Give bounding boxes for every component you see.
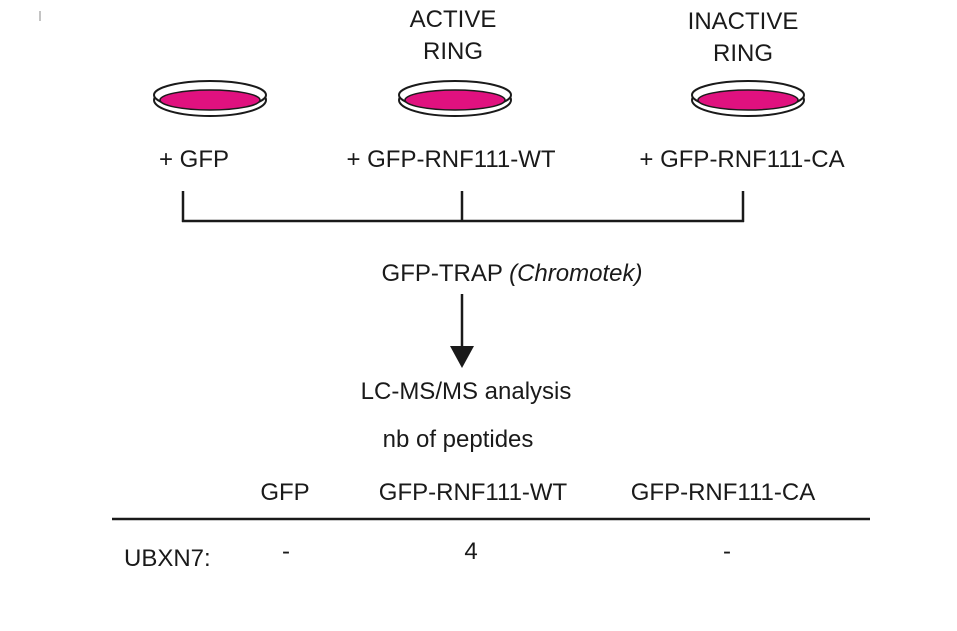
petri-dish-gfp: [153, 80, 267, 117]
pulldown-vendor: (Chromotek): [509, 260, 643, 287]
analysis-metric: nb of peptides: [382, 426, 534, 453]
table-row-label: UBXN7:: [124, 545, 211, 572]
condition-label-rnf111-ca: + GFP-RNF111-CA: [639, 146, 845, 173]
table-cell-rnf111-wt: 4: [464, 538, 478, 565]
condition-label-rnf111-wt: + GFP-RNF111-WT: [346, 146, 556, 173]
petri-dish-rnf111-wt: [398, 80, 512, 117]
table-column-header-rnf111-wt: GFP-RNF111-WT: [378, 479, 568, 506]
table-cell-rnf111-ca: -: [723, 538, 731, 565]
ring-label-active: ACTIVE RING: [409, 6, 497, 65]
pulldown-name: GFP-TRAP: [381, 260, 503, 287]
table-column-header-rnf111-ca: GFP-RNF111-CA: [630, 479, 816, 506]
table-cell-gfp: -: [282, 538, 290, 565]
pulldown-label: GFP-TRAP (Chromotek): [382, 262, 643, 286]
ring-label-inactive: INACTIVE RING: [687, 8, 799, 67]
analysis-method: LC-MS/MS analysis: [360, 378, 572, 405]
petri-dish-rnf111-ca: [691, 80, 805, 117]
table-column-header-gfp: GFP: [260, 479, 310, 506]
pooling-bracket: [181, 191, 745, 223]
condition-label-gfp: + GFP: [158, 146, 230, 173]
down-arrow-icon: [450, 294, 474, 368]
